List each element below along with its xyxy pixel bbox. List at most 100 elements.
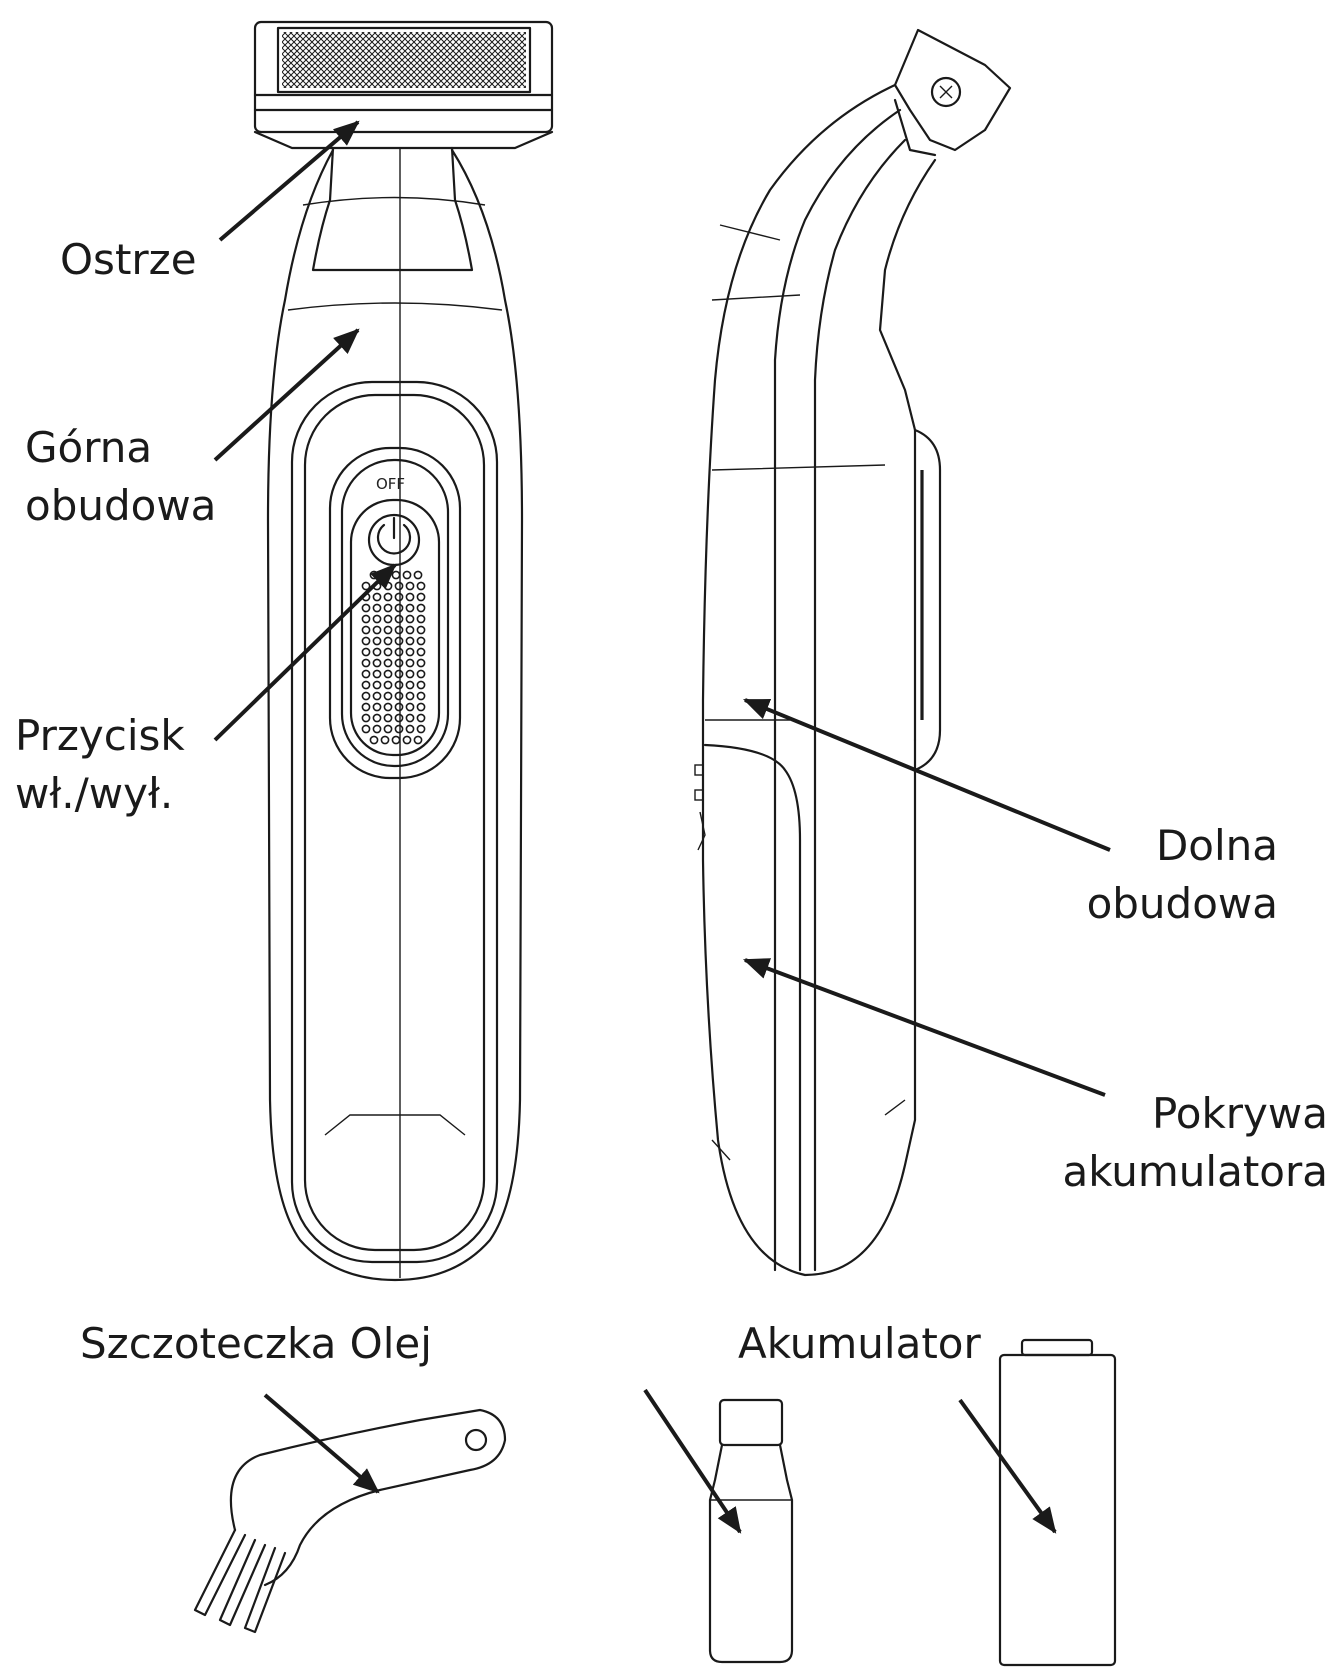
grip-dot [394,614,404,624]
grip-dot [405,625,415,635]
grip-dot [394,625,404,635]
grip-dot [361,658,371,668]
label-power-button-line1: Przycisk [15,711,185,760]
grip-dot [361,603,371,613]
grip-dot [383,625,393,635]
grip-dot [405,680,415,690]
trimmer-front-view: OFF [253,20,554,1282]
grip-dot [369,570,379,580]
grip-dot [383,592,393,602]
grip-dot [372,592,382,602]
grip-dot [416,581,426,591]
grip-dot [383,702,393,712]
label-lower-housing-line1: Dolna [1155,821,1278,870]
grip-dot [383,603,393,613]
grip-dot [405,724,415,734]
grip-dot [394,724,404,734]
grip-dot [383,724,393,734]
grip-dot [361,713,371,723]
grip-dot [383,614,393,624]
grip-dot [405,669,415,679]
grip-dot [416,680,426,690]
brush-accessory [193,1408,507,1634]
grip-dot [361,636,371,646]
pointer-arrows [213,120,1111,1534]
label-blade: Ostrze [60,235,197,284]
grip-dot [372,680,382,690]
grip-dot [361,702,371,712]
grip-dot [372,713,382,723]
grip-dot [369,735,379,745]
grip-dot [416,592,426,602]
grip-dot [405,647,415,657]
arrow-upper-housing [213,328,360,462]
grip-dot [361,625,371,635]
battery-cell [998,1338,1117,1667]
grip-dot [394,702,404,712]
grip-dot [372,614,382,624]
grip-dot [361,581,371,591]
grip-dot [361,647,371,657]
grip-dot [383,680,393,690]
grip-dot [416,614,426,624]
power-switch[interactable]: OFF [328,446,462,780]
label-brush-oil: Szczoteczka Olej [80,1319,432,1368]
grip-dot [416,713,426,723]
grip-dot [383,669,393,679]
arrow-blade [218,120,360,242]
grip-dot [405,636,415,646]
grip-dot [405,592,415,602]
arrow-battery [958,1398,1057,1534]
grip-dot [394,691,404,701]
grip-dot [361,724,371,734]
grip-dot [405,702,415,712]
blade-head [253,20,554,150]
grip-dot [405,713,415,723]
grip-dot [361,669,371,679]
grip-dot [372,636,382,646]
grip-dot [372,647,382,657]
trimmer-side-view [694,28,1012,1277]
grip-dot [372,702,382,712]
grip-dot [372,658,382,668]
grip-dot [413,735,423,745]
grip-dot [394,669,404,679]
label-lower-housing-line2: obudowa [1086,879,1278,928]
grip-dot [372,724,382,734]
oil-bottle [708,1398,794,1664]
arrow-oil [643,1388,742,1534]
label-upper-housing-line2: obudowa [25,481,217,530]
label-battery: Akumulator [738,1319,981,1368]
grip-dot [372,669,382,679]
grip-dot [383,647,393,657]
grip-dot [394,592,404,602]
grip-dot [416,658,426,668]
label-power-button-line2: wł./wył. [15,769,174,818]
grip-dot [383,691,393,701]
grip-dot [416,669,426,679]
grip-dot [361,680,371,690]
grip-dot [391,735,401,745]
grip-dot [405,581,415,591]
label-battery-cover-line1: Pokrywa [1151,1089,1328,1138]
grip-dot [416,636,426,646]
grip-dot [394,713,404,723]
grip-dot [383,658,393,668]
grip-dot [394,603,404,613]
off-marking: OFF [376,475,405,493]
grip-dot [394,581,404,591]
label-battery-cover-line2: akumulatora [1062,1147,1329,1196]
grip-dot [394,658,404,668]
grip-dot [405,658,415,668]
grip-dot [383,713,393,723]
grip-dot [394,680,404,690]
grip-dot [361,614,371,624]
grip-dot [413,570,423,580]
grip-dot [394,647,404,657]
grip-dot [380,735,390,745]
grip-dot [416,603,426,613]
arrow-brush [263,1393,380,1494]
grip-dot [416,724,426,734]
grip-dot [416,647,426,657]
grip-dot [383,581,393,591]
